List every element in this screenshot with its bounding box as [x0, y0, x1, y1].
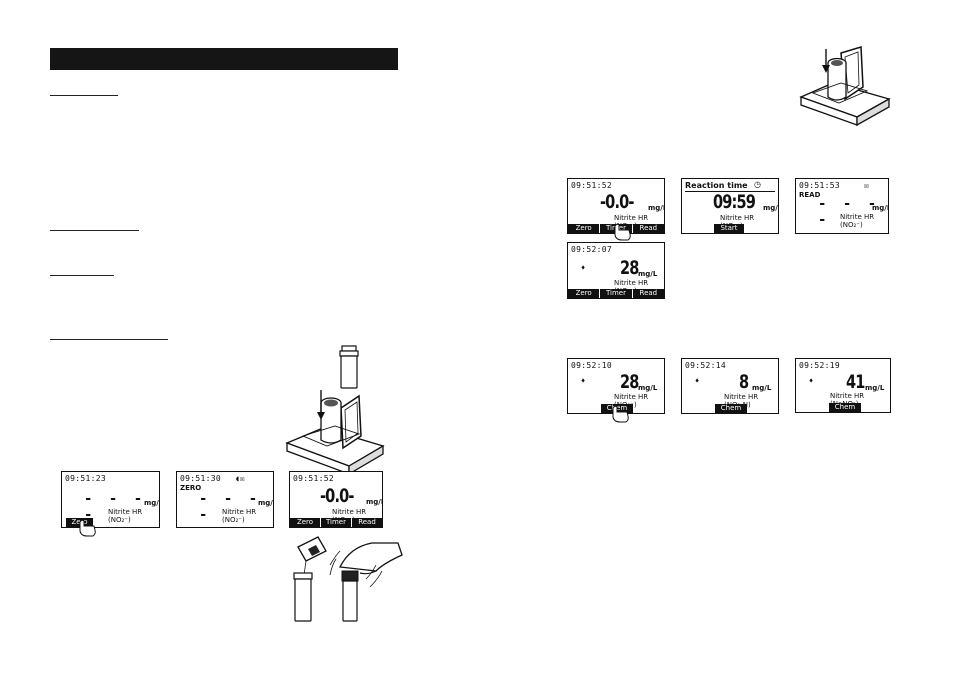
read-key[interactable]: Read — [632, 289, 664, 298]
screen-time: 09:51:53 — [799, 181, 840, 190]
start-key[interactable]: Start — [714, 224, 744, 233]
meter-insert-illustration-right — [799, 46, 891, 127]
screen-time: 09:52:14 — [685, 361, 726, 370]
screen-unit: mg/L — [865, 384, 885, 392]
timer-key[interactable]: Timer — [321, 518, 351, 527]
meter-insert-illustration — [285, 390, 385, 476]
section-header-bar — [50, 48, 398, 70]
status-icons: ☒ — [864, 181, 869, 190]
up-down-arrows-icon: ♦ — [581, 377, 586, 385]
screen-time: 09:52:19 — [799, 361, 840, 370]
screen-softkeys: Zero Timer Read — [290, 518, 382, 527]
screen-dashes: - - - - — [84, 491, 147, 523]
screen-softkeys: Zero Timer Read — [568, 289, 664, 298]
heading-underline-1 — [50, 95, 118, 96]
up-down-arrows-icon: ♦ — [809, 377, 814, 385]
screen-unit: mg/L — [752, 384, 772, 392]
heading-underline-4 — [50, 339, 168, 340]
screen-reading: -0.0- — [320, 485, 354, 507]
screen-unit: mg/L — [638, 384, 658, 392]
screen-countdown: 09:59 — [713, 191, 756, 213]
screen-dashes: - - - - — [199, 491, 262, 523]
screen-time: 09:52:10 — [571, 361, 612, 370]
screen-method: Nitrite HR (NO₂⁻) — [222, 508, 257, 524]
screen-title: Reaction time ◷ — [685, 180, 775, 192]
meter-screen-2: 09:51:30 ◖☒ ZERO - - - - mg/L Nitrite HR… — [176, 471, 274, 528]
pointing-hand-icon — [79, 519, 96, 537]
pointing-hand-icon — [614, 223, 631, 241]
meter-screen-6: 09:51:53 ☒ READ - - - - mg/L Nitrite HR … — [795, 178, 889, 234]
zero-key[interactable]: Zero — [568, 289, 600, 298]
screen-time: 09:51:52 — [571, 181, 612, 190]
screen-status-label: ZERO — [180, 484, 202, 492]
meter-screen-9: 09:52:14 ♦ 8 mg/L Nitrite HR (NO₂-N) Che… — [681, 358, 779, 414]
screen-time: 09:51:23 — [65, 474, 106, 483]
meter-screen-1: 09:51:23 - - - - mg/L Nitrite HR (NO₂⁻) … — [61, 471, 160, 528]
up-down-arrows-icon: ♦ — [581, 264, 586, 272]
screen-unit: mg/L — [144, 499, 159, 507]
zero-key[interactable]: Zero — [290, 518, 320, 527]
reagent-pour-illustration — [293, 536, 403, 622]
chem-form-key[interactable]: Chem Frm — [829, 403, 861, 412]
screen-time: 09:51:52 — [293, 474, 334, 483]
screen-reading: 28 — [620, 371, 639, 393]
meter-screen-5: Reaction time ◷ 09:59 mg/L Nitrite HR (N… — [681, 178, 779, 234]
screen-reading: 28 — [620, 257, 639, 279]
read-key[interactable]: Read — [632, 224, 664, 233]
screen-method: Nitrite HR (NO₂⁻) — [108, 508, 143, 524]
screen-unit: mg/L — [648, 204, 664, 212]
screen-status-label: READ — [799, 191, 821, 199]
up-down-arrows-icon: ♦ — [695, 377, 700, 385]
zero-key[interactable]: Zero — [568, 224, 600, 233]
pointing-hand-icon — [612, 405, 629, 423]
clock-icon: ◷ — [754, 180, 761, 189]
screen-unit: mg/L — [872, 204, 888, 212]
screen-unit: mg/L — [258, 499, 273, 507]
screen-unit: mg/L — [763, 204, 778, 212]
heading-underline-2 — [50, 230, 139, 231]
screen-reading: 8 — [739, 371, 749, 393]
screen-time: 09:52:07 — [571, 245, 612, 254]
screen-method: Nitrite HR (NO₂⁻) — [840, 213, 875, 229]
timer-key[interactable]: Timer — [600, 289, 632, 298]
meter-screen-3: 09:51:52 -0.0- mg/L Nitrite HR (NO₂⁻) Ze… — [289, 471, 383, 528]
screen-time: 09:51:30 — [180, 474, 221, 483]
screen-dashes: - - - - — [818, 196, 881, 228]
screen-reading: -0.0- — [600, 191, 634, 213]
chem-form-key[interactable]: Chem Frm — [715, 404, 747, 413]
meter-screen-10: 09:52:19 ♦ 41 mg/L Nitrite HR (NaNO₂) Ch… — [795, 358, 891, 413]
read-key[interactable]: Read — [352, 518, 382, 527]
reaction-time-title: Reaction time — [685, 181, 748, 190]
screen-unit: mg/L — [366, 498, 382, 506]
cuvette-vial-illustration — [339, 345, 359, 389]
screen-unit: mg/L — [638, 270, 658, 278]
screen-reading: 41 — [846, 371, 865, 393]
status-icons: ◖☒ — [235, 474, 245, 483]
meter-screen-7: 09:52:07 ♦ 28 mg/L Nitrite HR (NO₂⁻) Zer… — [567, 242, 665, 299]
heading-underline-3 — [50, 275, 114, 276]
